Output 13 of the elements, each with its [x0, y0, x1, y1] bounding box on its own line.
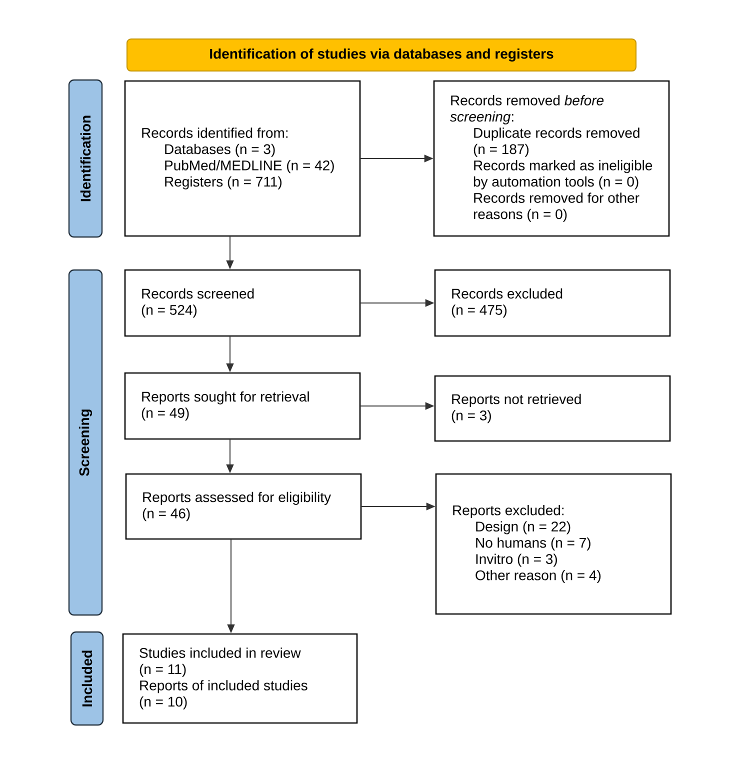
process-box: Reports sought for retrieval (n = 49) — [124, 372, 361, 440]
process-box: Reports not retrieved (n = 3) — [434, 375, 671, 442]
process-box: Studies included in review (n = 11) Reports of included studies (n = 10) — [122, 633, 358, 724]
process-box: Records screened (n = 524) — [124, 269, 361, 337]
process-box: Records removed before screening: Duplicate records removed (n = 187) Records marked as ineligible by automation tools (n = 0) Records removed for other reasons (n = 0) — [433, 80, 670, 237]
process-box: Records excluded (n = 475) — [434, 269, 671, 337]
phase-band: Identification — [68, 79, 103, 238]
heading-banner: Identification of studies via databases and registers — [126, 38, 636, 72]
process-box: Reports assessed for eligibility (n = 46) — [125, 473, 362, 540]
process-box: Records identified from: Databases (n = 3) PubMed/MEDLINE (n = 42) Registers (n = 711) — [124, 80, 361, 237]
phase-band: Included — [70, 631, 104, 726]
process-box: Reports excluded: Design (n = 22) No humans (n = 7) Invitro (n = 3) Other reason (n = 4) — [435, 473, 672, 615]
phase-band: Screening — [68, 269, 103, 616]
